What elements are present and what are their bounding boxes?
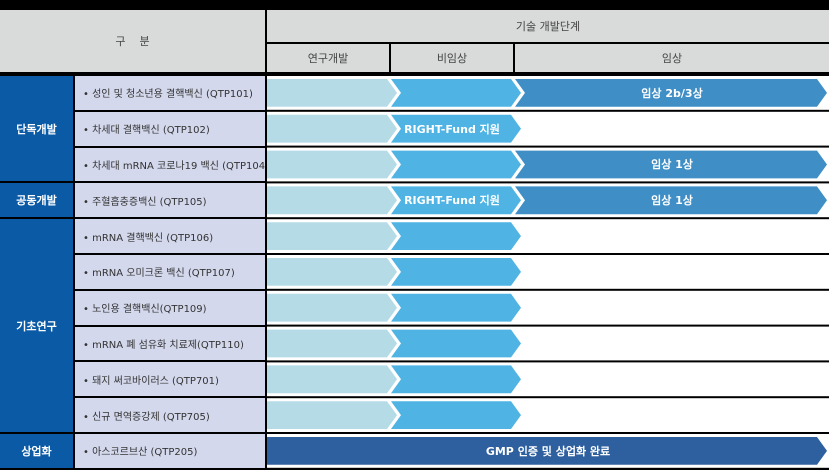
clinical-arrow	[515, 186, 827, 215]
row-item-label: • 차세대 결핵백신 (QTP102)	[75, 111, 265, 146]
header-stage-1: 비임상	[391, 44, 513, 72]
research-arrow	[267, 150, 397, 179]
row-item-label: • 아스코르브산 (QTP205)	[75, 434, 265, 468]
research-arrow	[267, 222, 397, 250]
row-item-label: • mRNA 폐 섬유화 치료제(QTP110)	[75, 326, 265, 361]
preclinical-arrow	[391, 401, 521, 429]
research-arrow	[267, 258, 397, 286]
commercial-arrow	[267, 437, 827, 465]
category-0: 단독개발	[0, 76, 73, 182]
category-3: 상업화	[0, 434, 73, 468]
research-arrow	[267, 293, 397, 322]
arrow-label: RIGHT-Fund 지원	[404, 194, 500, 208]
preclinical-arrow	[391, 114, 521, 143]
research-arrow	[267, 329, 397, 358]
arrow-label: GMP 인증 및 상업화 완료	[485, 444, 611, 458]
preclinical-arrow	[391, 329, 521, 358]
preclinical-arrow	[391, 365, 521, 394]
row-item-label: • mRNA 결핵백신 (QTP106)	[75, 219, 265, 253]
header-stage-0: 연구개발	[267, 44, 389, 72]
row-item-label: • 차세대 mRNA 코로나19 백신 (QTP104)	[75, 147, 265, 182]
research-arrow	[267, 401, 397, 429]
clinical-arrow	[515, 150, 827, 179]
preclinical-arrow	[391, 293, 521, 322]
research-arrow	[267, 79, 397, 107]
preclinical-arrow	[391, 79, 521, 107]
arrow-label: 임상 2b/3상	[641, 86, 703, 100]
header-stage-group: 기술 개발단계	[267, 10, 829, 42]
category-2: 기초연구	[0, 219, 73, 432]
row-item-label: • 신규 면역증강제 (QTP705)	[75, 398, 265, 432]
preclinical-arrow	[391, 222, 521, 250]
row-item-label: • 노인용 결핵백신(QTP109)	[75, 290, 265, 325]
arrow-label: RIGHT-Fund 지원	[404, 122, 500, 136]
research-arrow	[267, 365, 397, 394]
arrow-label: 임상 1상	[651, 194, 693, 208]
row-item-label: • 주혈흡충증백신 (QTP105)	[75, 183, 265, 218]
preclinical-arrow	[391, 258, 521, 286]
category-1: 공동개발	[0, 183, 73, 218]
row-item-label: • 돼지 써코바이러스 (QTP701)	[75, 362, 265, 397]
row-item-label: • 성인 및 청소년용 결핵백신 (QTP101)	[75, 76, 265, 110]
research-arrow	[267, 114, 397, 143]
header-group-label: 구 분	[0, 10, 265, 72]
arrow-label: 임상 1상	[651, 158, 693, 172]
row-item-label: • mRNA 오미크론 백신 (QTP107)	[75, 255, 265, 289]
clinical-arrow	[515, 79, 827, 107]
preclinical-arrow	[391, 186, 521, 215]
preclinical-arrow	[391, 150, 521, 179]
header-stage-2: 임상	[515, 44, 829, 72]
research-arrow	[267, 186, 397, 215]
